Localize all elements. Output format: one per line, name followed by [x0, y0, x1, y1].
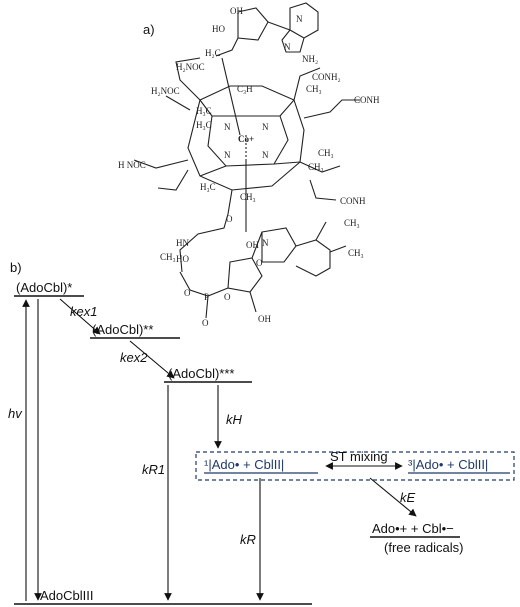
svg-text:HO: HO [212, 24, 225, 34]
svg-text:NH₂: NH₂ [302, 54, 318, 64]
svg-text:OH: OH [246, 240, 259, 250]
rate-kH: kH [226, 412, 243, 427]
svg-text:H₂NOC: H₂NOC [176, 62, 205, 72]
arrow-kex1 [59, 298, 101, 335]
panel-b-label: b) [10, 260, 22, 275]
svg-text:H₃C: H₃C [196, 120, 212, 130]
rate-kR1: kR1 [142, 462, 165, 477]
structure-labels: OH HO NH₂ H₂C H₂NOC H₂NOC CONH₂ CONH C₃H… [118, 6, 380, 328]
svg-text:N: N [262, 150, 269, 160]
triplet-radical-pair: ³|Ado• + CblII| [408, 457, 488, 472]
svg-text:O: O [184, 288, 191, 298]
svg-text:CH₃: CH₃ [240, 192, 256, 202]
rate-kR: kR [240, 532, 256, 547]
rate-hv: hv [8, 406, 23, 421]
svg-text:HN: HN [176, 238, 189, 248]
svg-text:CH₃: CH₃ [344, 218, 360, 228]
energy-levels [14, 295, 460, 605]
svg-text:H₃C: H₃C [200, 182, 216, 192]
svg-text:N: N [262, 122, 269, 132]
svg-text:CH₃: CH₃ [348, 248, 364, 258]
svg-text:O: O [256, 258, 263, 268]
svg-text:N: N [224, 150, 231, 160]
svg-text:HO: HO [176, 254, 189, 264]
adocbl-structure [133, 2, 360, 319]
arrows [22, 298, 417, 601]
svg-text:CONH₂: CONH₂ [312, 72, 341, 82]
svg-text:CONH: CONH [354, 95, 380, 105]
rate-kex2: kex2 [120, 350, 148, 365]
arrow-kE [369, 477, 417, 517]
state-s3: (AdoCbl)*** [168, 366, 234, 381]
svg-text:OH: OH [230, 6, 243, 16]
state-s1: (AdoCbl)* [16, 280, 72, 295]
svg-text:H NOC: H NOC [118, 160, 146, 170]
svg-text:N: N [224, 122, 231, 132]
svg-text:O: O [226, 214, 233, 224]
rate-kex1: kex1 [70, 304, 97, 319]
svg-text:O: O [224, 292, 231, 302]
svg-text:CH₃: CH₃ [308, 162, 324, 172]
singlet-radical-pair: ¹|Ado• + CblII| [204, 457, 284, 472]
state-ground: AdoCblIII [40, 588, 93, 603]
free-radicals: Ado•+ + Cbl•− [372, 521, 454, 536]
st-mixing-label: ST mixing [330, 449, 388, 464]
svg-text:H₃C: H₃C [196, 106, 212, 116]
svg-text:H₂C: H₂C [205, 48, 221, 58]
svg-text:C₃H: C₃H [237, 84, 253, 94]
svg-text:Co+: Co+ [238, 134, 254, 144]
rate-kE: kE [400, 490, 416, 505]
svg-text:N: N [284, 42, 291, 52]
radical-pair-box [195, 451, 515, 481]
state-s2: (AdoCbl)** [92, 322, 153, 337]
svg-text:OH: OH [258, 314, 271, 324]
svg-text:H₂NOC: H₂NOC [151, 86, 180, 96]
svg-text:N: N [296, 14, 303, 24]
arrow-kex2 [129, 340, 175, 379]
svg-text:CH₃: CH₃ [160, 252, 176, 262]
svg-text:O: O [202, 318, 209, 328]
panel-a-label: a) [143, 22, 155, 37]
free-radicals-note: (free radicals) [384, 540, 463, 555]
svg-text:CH₃: CH₃ [306, 84, 322, 94]
svg-text:CONH: CONH [340, 196, 366, 206]
svg-text:P: P [204, 292, 209, 302]
svg-text:N: N [262, 238, 269, 248]
svg-text:CH₃: CH₃ [318, 148, 334, 158]
